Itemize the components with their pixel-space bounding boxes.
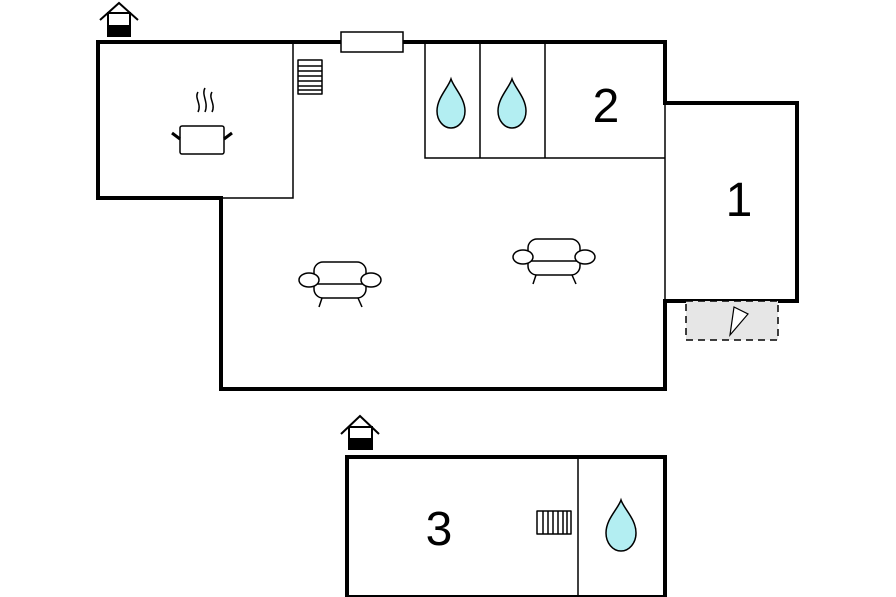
bathroom-block-walls xyxy=(424,42,665,159)
water-drop-icon xyxy=(605,497,637,552)
annex-building-walls xyxy=(345,455,667,597)
kitchen-partition xyxy=(221,42,294,199)
entrance-house-icon xyxy=(340,414,380,450)
stairs-icon xyxy=(536,510,572,535)
room-number-1: 1 xyxy=(726,174,753,227)
room-number-2: 2 xyxy=(593,80,620,133)
sofa-icon xyxy=(298,261,382,308)
cooking-pot-icon xyxy=(171,87,233,155)
water-drop-icon xyxy=(497,76,527,129)
terrace-area xyxy=(685,300,779,341)
window-icon xyxy=(340,31,404,53)
room-number-3: 3 xyxy=(426,503,453,556)
water-drop-icon xyxy=(436,76,466,129)
umbrella-icon xyxy=(729,306,749,337)
stairs-icon xyxy=(297,59,323,95)
entrance-house-icon xyxy=(99,1,139,37)
sofa-icon xyxy=(512,238,596,285)
